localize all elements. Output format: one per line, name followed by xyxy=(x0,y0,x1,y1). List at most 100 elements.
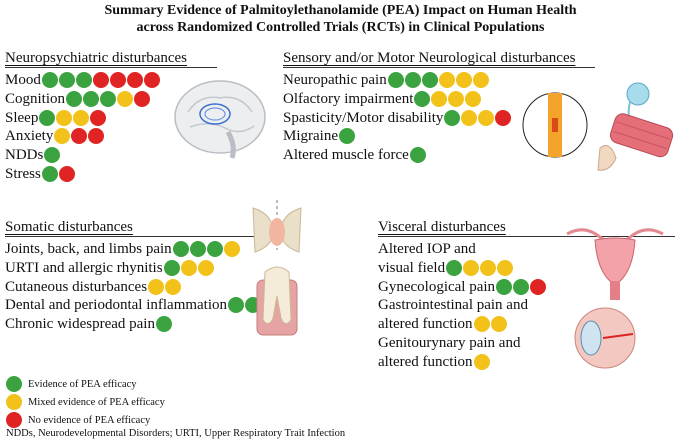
somatic-row: Chronic widespread pain xyxy=(5,315,173,333)
somatic-row-label: URTI and allergic rhynitis xyxy=(5,259,163,276)
nerve-muscle-illustration xyxy=(522,82,674,171)
neuro-row: Anxiety xyxy=(5,127,105,145)
sensory-row-label: Spasticity/Motor disability xyxy=(283,109,444,126)
evidence-dot-green xyxy=(163,259,180,276)
visceral-row-label: Altered IOP and xyxy=(378,241,476,257)
evidence-dot-yellow xyxy=(478,109,495,126)
sensory-row: Olfactory impairment xyxy=(283,90,482,108)
neuro-row: NDDs xyxy=(5,146,61,164)
neuro-row-evidence-dots xyxy=(41,72,161,88)
evidence-dot-yellow xyxy=(54,128,71,145)
evidence-dot-red xyxy=(134,90,151,107)
visceral-row-evidence-dots xyxy=(473,316,508,333)
sensory-row-evidence-dots xyxy=(338,128,356,145)
figure-title-line-2: across Randomized Controlled Trials (RCT… xyxy=(136,20,545,35)
visceral-row: Genitourynary pain and xyxy=(378,334,520,352)
visceral-section-title: Visceral disturbances xyxy=(378,219,506,235)
sensory-row-evidence-dots xyxy=(414,90,482,107)
somatic-row: Joints, back, and limbs pain xyxy=(5,240,241,258)
evidence-dot-green xyxy=(58,72,75,88)
evidence-dot-green xyxy=(446,259,463,276)
evidence-dot-green xyxy=(44,147,61,164)
legend-label-no-evidence: No evidence of PEA efficacy xyxy=(28,414,151,426)
evidence-dot-yellow xyxy=(461,109,478,126)
neuro-row-label: Cognition xyxy=(5,90,66,107)
neuro-row-evidence-dots xyxy=(54,128,105,145)
evidence-dot-red xyxy=(126,72,143,88)
evidence-dot-green xyxy=(387,72,404,88)
visceral-row: altered function xyxy=(378,353,491,371)
evidence-dot-yellow xyxy=(117,90,134,107)
evidence-dot-yellow xyxy=(73,109,90,126)
evidence-dot-red xyxy=(90,109,107,126)
neuro-row-evidence-dots xyxy=(39,109,107,126)
visceral-row-label: Gastrointestinal pain and xyxy=(378,297,528,314)
somatic-section-title: Somatic disturbances xyxy=(5,219,133,235)
evidence-dot-yellow xyxy=(165,278,182,295)
neuro-row: Cognition xyxy=(5,90,151,108)
somatic-row-label: Cutaneous disturbances xyxy=(5,278,148,295)
evidence-dot-yellow xyxy=(180,259,197,276)
evidence-dot-green xyxy=(414,90,431,107)
neuro-row-evidence-dots xyxy=(41,166,76,182)
visceral-row-label: visual field xyxy=(378,259,446,276)
visceral-row: Altered IOP and xyxy=(378,240,476,258)
evidence-dot-red xyxy=(71,128,88,145)
evidence-dot-green xyxy=(513,278,530,295)
evidence-dot-yellow xyxy=(448,90,465,107)
sensory-title-rule xyxy=(283,67,595,68)
neuro-row: Sleep xyxy=(5,109,107,127)
evidence-dot-red xyxy=(495,109,512,126)
evidence-dot-yellow xyxy=(148,278,165,295)
evidence-dot-green xyxy=(155,316,172,333)
evidence-dot-green xyxy=(41,166,58,182)
figure-title-line-1: Summary Evidence of Palmitoylethanolamid… xyxy=(104,3,577,18)
evidence-dot-green xyxy=(404,72,421,88)
evidence-dot-yellow xyxy=(56,109,73,126)
neuro-row-evidence-dots xyxy=(44,147,61,164)
evidence-dot-yellow xyxy=(473,353,490,370)
uterus-eye-illustration xyxy=(566,228,664,369)
visceral-row: Gynecological pain xyxy=(378,278,547,296)
somatic-row-label: Chronic widespread pain xyxy=(5,316,155,333)
evidence-dot-green xyxy=(228,297,245,314)
evidence-dot-yellow xyxy=(455,72,472,88)
footnote: NDDs, Neurodevelopmental Disorders; URTI… xyxy=(6,428,346,439)
evidence-dot-yellow xyxy=(497,259,514,276)
joint-tooth-illustration xyxy=(252,200,302,336)
sensory-row-evidence-dots xyxy=(409,147,427,164)
somatic-row: Cutaneous disturbances xyxy=(5,278,182,296)
sensory-row-evidence-dots xyxy=(387,72,490,88)
evidence-dot-green xyxy=(75,72,92,88)
evidence-dot-red xyxy=(88,128,105,145)
sensory-row-label: Migraine xyxy=(283,128,338,145)
legend-item-no-evidence: No evidence of PEA efficacy xyxy=(6,412,150,428)
neuro-row-label: Mood xyxy=(5,72,41,88)
visceral-row-label: Genitourynary pain and xyxy=(378,335,521,351)
evidence-dot-red xyxy=(530,278,547,295)
evidence-dot-green xyxy=(66,90,83,107)
evidence-dot-red xyxy=(109,72,126,88)
evidence-dot-yellow xyxy=(473,316,490,333)
somatic-title-rule xyxy=(5,236,275,237)
somatic-row-evidence-dots xyxy=(148,278,182,295)
sensory-row-evidence-dots xyxy=(444,109,512,126)
visceral-title-rule xyxy=(378,236,675,237)
sensory-section-title: Sensory and/or Motor Neurological distur… xyxy=(283,50,576,66)
evidence-dot-green xyxy=(100,90,117,107)
neuro-row: Mood xyxy=(5,71,161,89)
neuro-row-evidence-dots xyxy=(66,90,151,107)
neuro-row-label: Anxiety xyxy=(5,128,54,145)
sensory-row: Migraine xyxy=(283,127,356,145)
legend-dot-mixed xyxy=(6,394,22,410)
evidence-dot-green xyxy=(206,241,223,257)
somatic-row-label: Dental and periodontal inflammation xyxy=(5,297,228,314)
somatic-row-evidence-dots xyxy=(163,259,215,276)
neuro-row: Stress xyxy=(5,165,76,183)
sensory-row-label: Altered muscle force xyxy=(283,147,409,164)
neuro-section-title: Neuropsychiatric disturbances xyxy=(5,50,188,66)
legend-item-mixed: Mixed evidence of PEA efficacy xyxy=(6,394,165,410)
visceral-row-label: altered function xyxy=(378,353,473,370)
evidence-dot-yellow xyxy=(463,259,480,276)
visceral-row: altered function xyxy=(378,315,508,333)
